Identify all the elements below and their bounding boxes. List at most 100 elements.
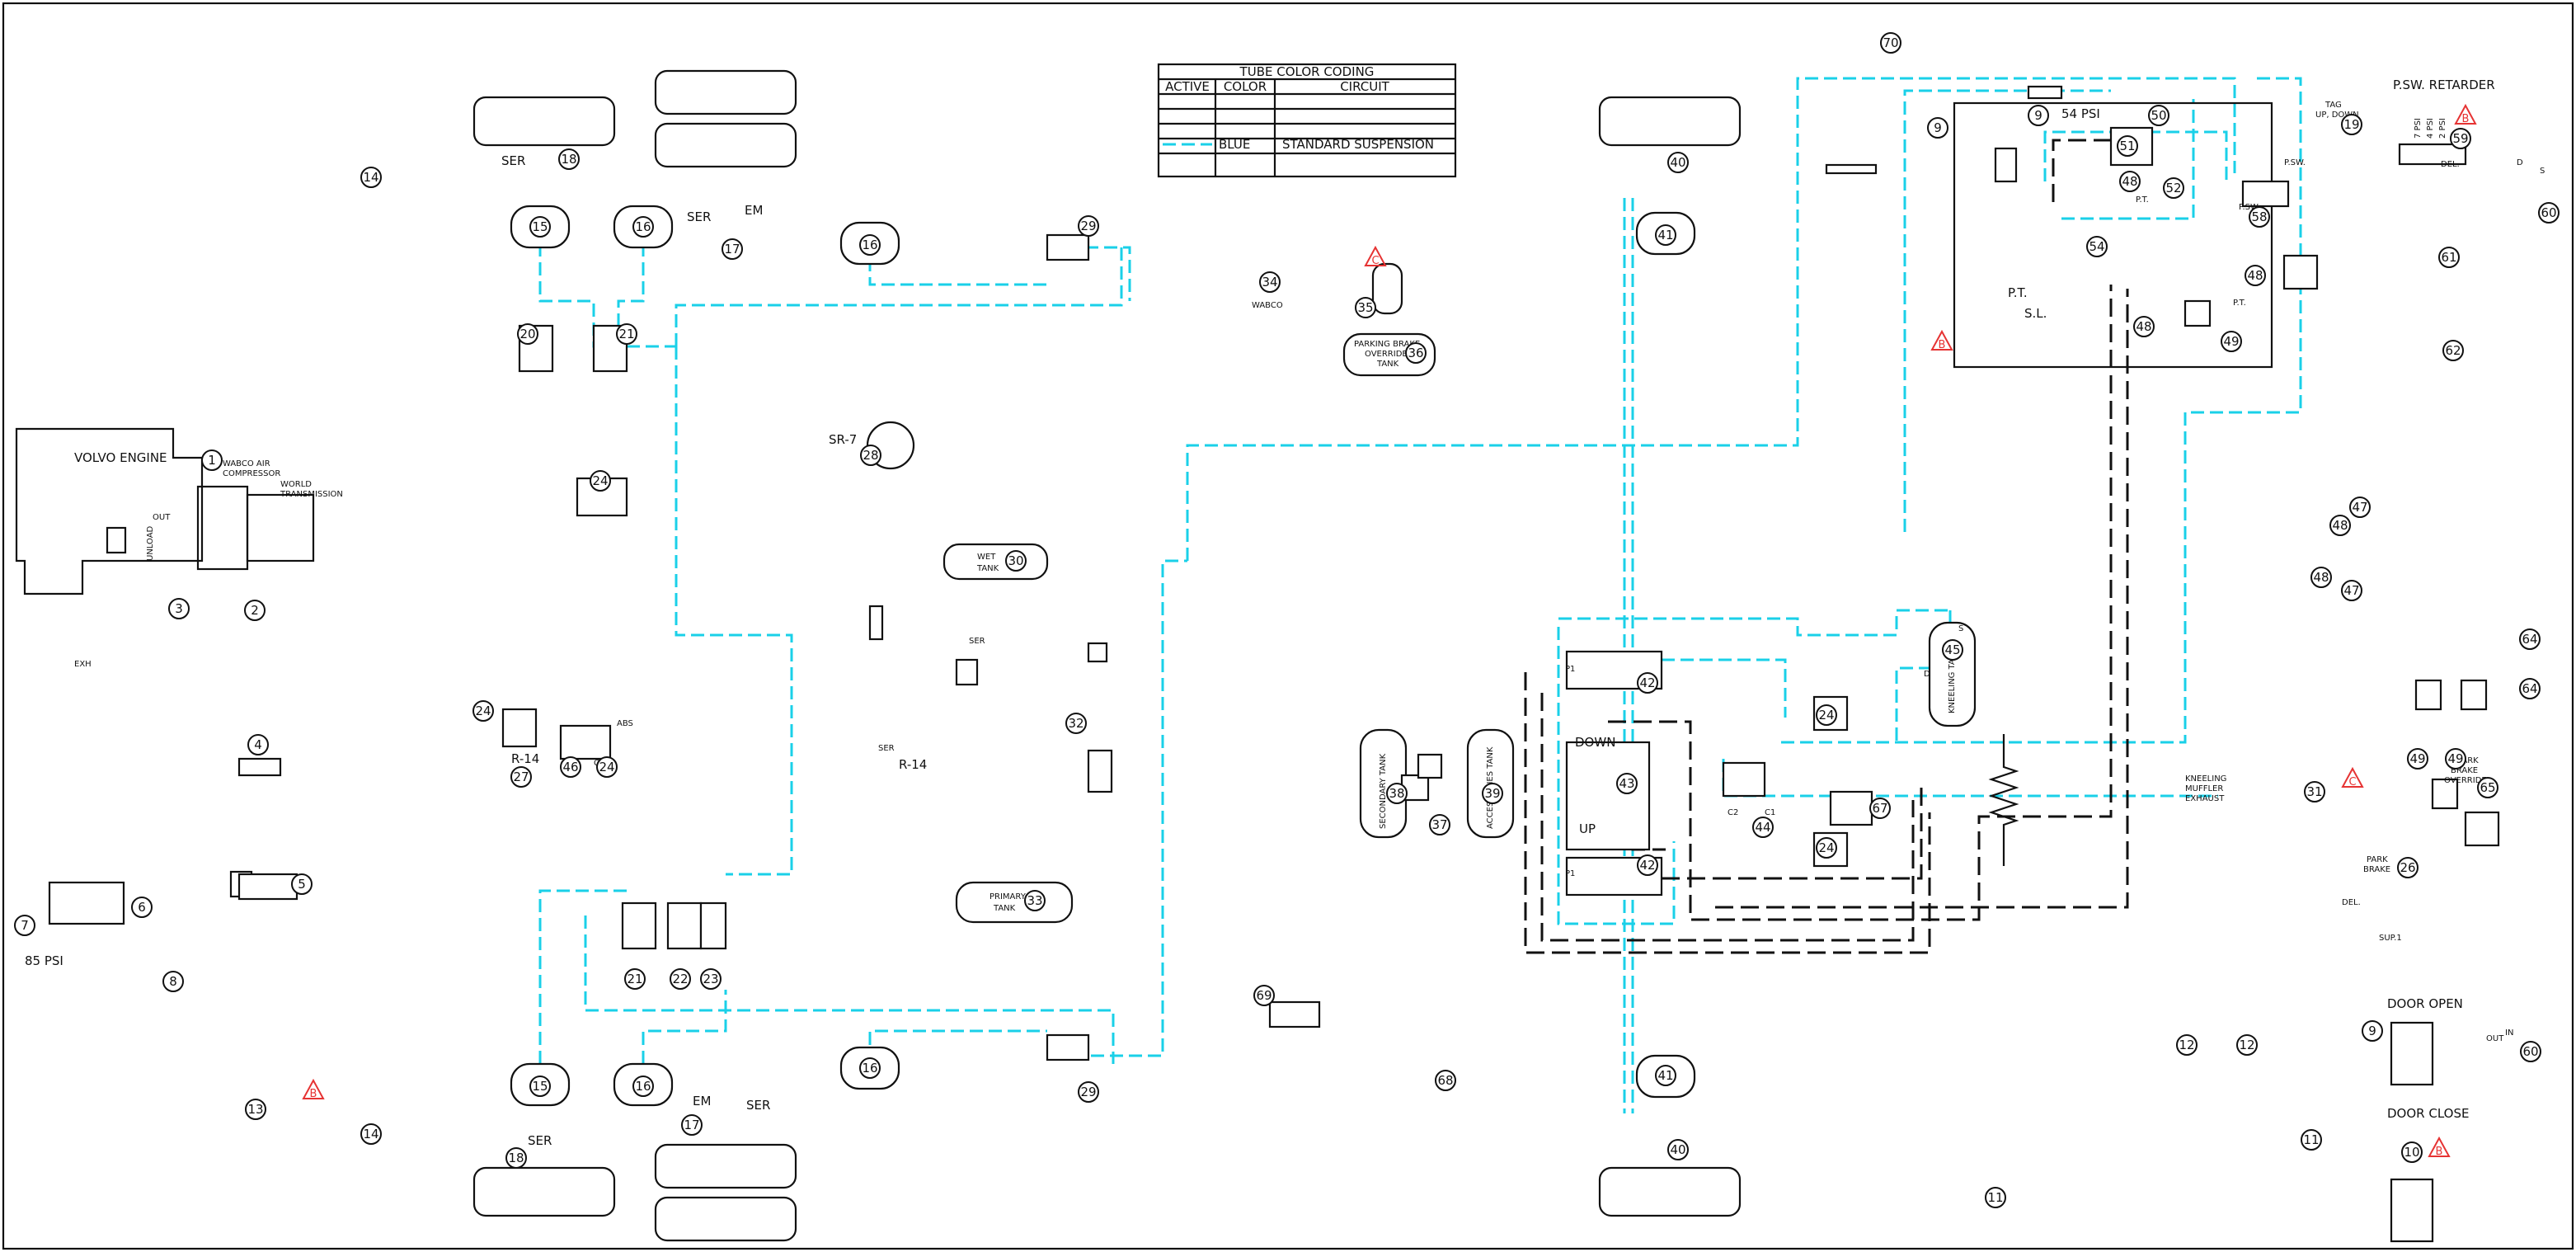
- part-bubble-label: 60: [2522, 1044, 2538, 1059]
- part-bubble-47-2: 47: [2341, 580, 2362, 601]
- part-bubble-48-5: 48: [2245, 265, 2266, 286]
- primary-tank: PRIMARY TANK: [955, 881, 1074, 924]
- part-bubble-label: 33: [1027, 893, 1042, 908]
- part-bubble-40-2: 40: [1667, 1139, 1689, 1160]
- part-bubble-label: 67: [1872, 801, 1887, 816]
- primary-tank-label-2: TANK: [993, 904, 1016, 913]
- tag-label-1: TAG: [2325, 101, 2342, 110]
- part-bubble-label: 16: [862, 1061, 877, 1075]
- part-bubble-7: 7: [14, 915, 35, 936]
- part-bubble-label: 43: [1619, 776, 1634, 791]
- part-bubble-38: 38: [1386, 783, 1408, 804]
- text-labels: EXH 85 PSI SER SER EM SER EM SER R-14 R-…: [25, 78, 2545, 1148]
- part-bubble-label: 61: [2441, 250, 2456, 265]
- part-bubble-label: 1: [208, 453, 216, 468]
- warn-b-text-3: B: [2462, 113, 2470, 125]
- part-bubble-61: 61: [2438, 247, 2460, 268]
- part-bubble-60-2: 60: [2520, 1041, 2541, 1062]
- part-bubble-label: 17: [684, 1118, 699, 1132]
- part-bubble-9-2: 9: [2028, 105, 2049, 126]
- part-bubble-24: 24: [590, 470, 611, 492]
- part-bubble-48-2: 48: [2329, 515, 2351, 536]
- ser-label-18-bottom: SER: [528, 1133, 552, 1148]
- part-bubble-label: 29: [1080, 219, 1096, 233]
- part-bubble-label: 31: [2306, 784, 2322, 799]
- p1-label-bottom: P1: [1565, 869, 1575, 878]
- part-bubble-label: 60: [2541, 205, 2556, 220]
- warn-c-text-1: C: [1371, 255, 1379, 267]
- part-bubble-12-2: 12: [2236, 1034, 2258, 1056]
- part-bubble-64-2: 64: [2519, 678, 2541, 699]
- up-label: UP: [1579, 821, 1596, 836]
- part-bubble-label: 24: [592, 473, 608, 488]
- part-bubble-67: 67: [1869, 798, 1891, 819]
- part-bubble-44: 44: [1752, 817, 1774, 838]
- part-bubble-14-2: 14: [360, 1123, 382, 1145]
- part-bubble-58: 58: [2249, 206, 2270, 228]
- part-bubble-33: 33: [1024, 890, 1046, 911]
- part-bubble-label: 20: [519, 327, 535, 341]
- part-bubble-30: 30: [1005, 550, 1027, 572]
- part-bubble-43: 43: [1616, 773, 1638, 794]
- warning-triangle-b-10: B: [2428, 1136, 2451, 1158]
- r14-label-center: R-14: [899, 757, 927, 772]
- part-bubble-24-2: 24: [472, 700, 494, 722]
- part-bubble-29: 29: [1078, 215, 1099, 237]
- warning-triangle-c-31: C: [2341, 766, 2364, 788]
- warning-triangle-c-35: C: [1364, 245, 1387, 267]
- part-bubble-label: 41: [1657, 228, 1673, 242]
- part-bubble-23: 23: [700, 968, 722, 990]
- part-bubble-17: 17: [722, 238, 743, 260]
- s-label-45: S: [1958, 624, 1963, 633]
- p1-label-top: P1: [1565, 665, 1575, 674]
- part-bubble-2: 2: [244, 600, 266, 621]
- part-bubble-35: 35: [1355, 297, 1376, 318]
- part-bubble-label: 16: [635, 219, 651, 234]
- part-bubble-8: 8: [162, 971, 184, 992]
- part-bubble-label: 22: [672, 972, 688, 986]
- part-bubble-21-2: 21: [624, 968, 646, 990]
- kneeling-muffler-label-1: KNEELING: [2185, 774, 2226, 784]
- part-bubble-label: 14: [363, 1127, 378, 1141]
- part-bubble-label: 26: [2400, 860, 2415, 875]
- legend-title: TUBE COLOR CODING: [1239, 64, 1375, 79]
- part-bubble-label: 24: [1818, 708, 1834, 722]
- part-bubble-label: 32: [1068, 716, 1084, 731]
- part-bubble-label: 21: [618, 327, 634, 341]
- part-bubble-label: 44: [1755, 820, 1770, 835]
- part-bubble-52: 52: [2163, 177, 2184, 199]
- part-bubble-label: 42: [1639, 675, 1655, 690]
- part-bubble-6: 6: [131, 897, 153, 918]
- part-bubble-label: 68: [1437, 1073, 1453, 1088]
- part-bubble-49: 49: [2221, 331, 2242, 352]
- misc-valves: [48, 85, 2500, 1243]
- pt-label-48a: P.T.: [2136, 195, 2149, 205]
- transmission-label: TRANSMISSION: [280, 490, 343, 499]
- part-bubble-48: 48: [2119, 171, 2141, 192]
- part-bubble-label: 11: [1987, 1190, 2003, 1205]
- part-bubble-11: 11: [2301, 1129, 2322, 1151]
- part-bubble-label: 59: [2452, 131, 2468, 146]
- part-bubble-21: 21: [616, 323, 637, 345]
- part-bubble-12: 12: [2176, 1034, 2198, 1056]
- part-bubble-label: 49: [2409, 751, 2425, 766]
- park-brake-override-label-3: OVERRIDE: [2444, 776, 2487, 785]
- part-bubble-label: 70: [1883, 35, 1898, 50]
- part-bubble-label: 41: [1657, 1068, 1673, 1083]
- part-bubble-27: 27: [510, 766, 532, 788]
- axle-chamber-top-left: [472, 96, 616, 147]
- part-bubble-34: 34: [1259, 271, 1281, 293]
- exh-label-3: EXH: [74, 660, 92, 669]
- psi-4-label: 4 PSI: [2426, 118, 2435, 139]
- legend-col-circuit: CIRCUIT: [1340, 79, 1389, 94]
- part-bubble-label: 7: [21, 918, 29, 933]
- door-close-label: DOOR CLOSE: [2387, 1106, 2469, 1121]
- warn-b-text-4: B: [2436, 1146, 2443, 1158]
- sr7-label: SR-7: [829, 432, 857, 447]
- down-label: DOWN: [1575, 735, 1615, 750]
- pt-label-48b: P.T.: [2233, 299, 2246, 308]
- part-bubble-label: 48: [2122, 174, 2137, 189]
- part-bubble-label: 11: [2303, 1132, 2319, 1147]
- part-bubble-41: 41: [1655, 224, 1676, 246]
